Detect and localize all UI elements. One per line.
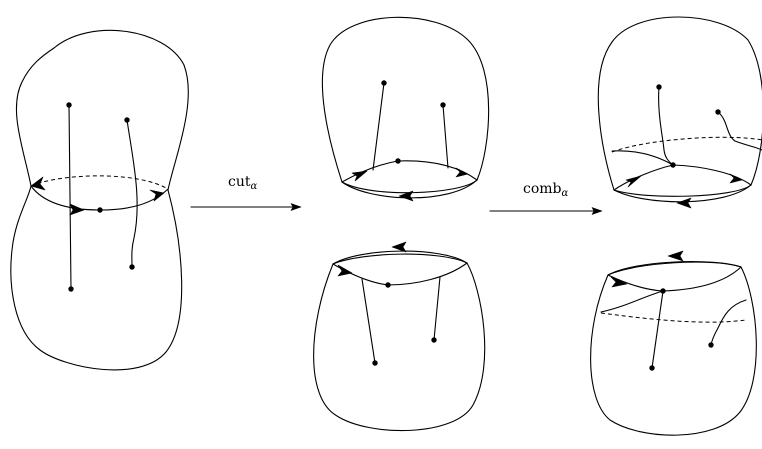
arrow-right-icon [290,203,302,211]
arrowhead-icon [455,167,469,178]
cut-bottom-piece [313,241,486,432]
arrowhead-icon [69,203,85,216]
puncture-point [66,102,72,108]
strand-right [710,299,747,346]
arrowhead-icon [149,189,165,202]
puncture-point [715,109,721,115]
arrowhead-icon [676,197,692,209]
loop-right [672,164,752,186]
loop-right [662,266,742,292]
boundary-back [332,253,468,265]
boundary-front [613,184,752,203]
strand-left [651,290,664,369]
puncture-point [656,84,662,90]
strand-left [68,104,72,290]
combed-bottom-piece [590,250,757,436]
loop-right [397,160,478,181]
base-point [97,207,103,213]
arrowhead-icon [729,173,743,184]
strand-right [433,276,441,341]
loop-left [613,164,674,191]
arrowhead-icon [610,276,628,288]
arrow-right-icon [591,207,603,215]
curve-alpha-front [30,185,169,211]
original-surface [10,29,189,371]
puncture-point [381,80,387,86]
puncture-point [440,102,446,108]
strand-left-combed [600,290,664,313]
surface-outline [10,29,189,371]
arrowhead-icon [398,190,414,202]
strand-left [372,82,385,171]
puncture-point [129,264,135,270]
base-point [385,282,391,288]
loop-left [341,160,399,183]
cut-top-piece [321,16,490,202]
puncture-point [124,117,130,123]
puncture-point [708,342,714,348]
strand-left-combed [611,150,674,166]
arrowhead-icon [30,176,46,191]
curve-alpha-dashed [611,136,762,153]
arrowhead-icon [667,250,684,262]
surface-outline [321,16,490,194]
cut-label: cutα [228,174,257,192]
curve-alpha-back [30,175,169,190]
strand-left [658,86,674,166]
arrowhead-icon [351,170,368,182]
puncture-point [649,365,655,371]
boundary-back [607,261,742,276]
puncture-point [372,360,378,366]
strand-left [361,278,376,364]
arrowhead-icon [391,241,407,253]
strand-right [717,111,762,151]
comb-label: combα [523,181,569,199]
strand-right [126,119,138,268]
loop-right [387,262,468,286]
surface-outline [590,261,757,436]
comb-operation: combα [489,181,603,215]
combed-top-piece [597,16,762,209]
surface-outline [313,250,486,432]
loop-left [332,263,389,286]
base-point [660,288,666,294]
surface-outline [597,16,762,197]
puncture-point [431,337,437,343]
cut-operation: cutα [190,174,302,211]
curve-alpha-dashed [600,312,747,323]
arrowhead-icon [625,175,642,188]
arrowhead-icon [337,264,353,277]
loop-left [607,274,664,292]
puncture-point [68,286,74,292]
strand-right [442,104,449,169]
